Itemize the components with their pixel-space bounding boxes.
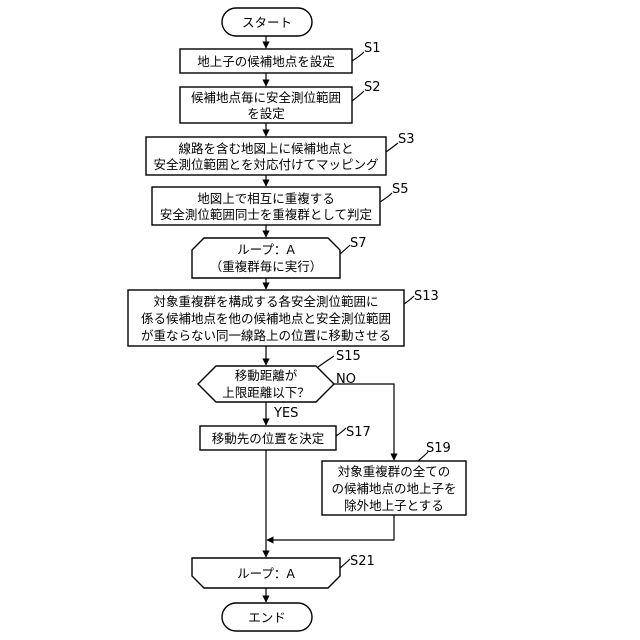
step-s15-id: S15 — [336, 349, 361, 364]
step-s17: 移動先の位置を決定 S17 — [200, 425, 371, 450]
end-terminal: エンド — [222, 603, 312, 631]
arrow-no-s19 — [334, 384, 394, 460]
start-label: スタート — [242, 15, 292, 30]
decision-line2: 上限距離以下？ — [222, 385, 310, 400]
step-s7-id: S7 — [350, 236, 367, 251]
loop-start-line1: ループ：A — [237, 242, 295, 257]
loop-start-s7: ループ：A （重複群毎に実行） S7 — [192, 236, 367, 278]
branch-yes-label: YES — [273, 406, 298, 421]
step-s21-id: S21 — [350, 554, 375, 569]
loop-end-text: ループ：A — [237, 566, 295, 581]
step-s13-id: S13 — [414, 289, 439, 304]
loop-start-line2: （重複群毎に実行） — [210, 259, 323, 274]
step-s5-id: S5 — [392, 182, 409, 197]
step-s19-line2: の候補地点の地上子を — [331, 481, 456, 496]
step-s19-id: S19 — [426, 441, 451, 456]
step-s19-line3: 除外地上子とする — [344, 498, 444, 513]
step-s13-line1: 対象重複群を構成する各安全測位範囲に — [153, 294, 378, 309]
step-s1-text: 地上子の候補地点を設定 — [197, 54, 335, 69]
step-s3-line1: 線路を含む地図上に候補地点と — [178, 141, 353, 156]
step-s1: 地上子の候補地点を設定 S1 — [180, 41, 381, 73]
step-s2: 候補地点毎に安全測位範囲 を設定 S2 — [180, 80, 381, 123]
step-s17-text: 移動先の位置を決定 — [212, 431, 325, 446]
step-s5-line2: 安全測位範囲同士を重複群として判定 — [160, 207, 372, 222]
step-s2-id: S2 — [364, 80, 381, 95]
step-s2-line2: を設定 — [247, 106, 285, 121]
loop-end-s21: ループ：A S21 — [192, 554, 375, 588]
start-terminal: スタート — [222, 8, 312, 36]
branch-no-label: NO — [336, 372, 356, 387]
step-s13: 対象重複群を構成する各安全測位範囲に 係る候補地点を他の候補地点と安全測位範囲 … — [128, 289, 439, 346]
end-label: エンド — [248, 610, 286, 625]
step-s17-id: S17 — [346, 425, 371, 440]
step-s2-line1: 候補地点毎に安全測位範囲 — [191, 90, 341, 105]
step-s3: 線路を含む地図上に候補地点と 安全測位範囲とを対応付けてマッピング S3 — [146, 132, 415, 175]
step-s5: 地図上で相互に重複する 安全測位範囲同士を重複群として判定 S5 — [152, 182, 409, 225]
arrow-s19-merge — [267, 515, 394, 540]
step-s19-line1: 対象重複群の全ての — [338, 464, 451, 479]
step-s3-line2: 安全測位範囲とを対応付けてマッピング — [153, 157, 378, 172]
decision-line1: 移動距離が — [235, 368, 298, 383]
step-s5-line1: 地図上で相互に重複する — [197, 191, 335, 206]
step-s3-id: S3 — [398, 132, 415, 147]
decision-s15: 移動距離が 上限距離以下？ S15 NO YES — [198, 349, 361, 421]
step-s13-line3: が重ならない同一線路上の位置に移動させる — [141, 328, 391, 343]
step-s1-id: S1 — [364, 41, 381, 56]
step-s13-line2: 係る候補地点を他の候補地点と安全測位範囲 — [141, 311, 391, 326]
